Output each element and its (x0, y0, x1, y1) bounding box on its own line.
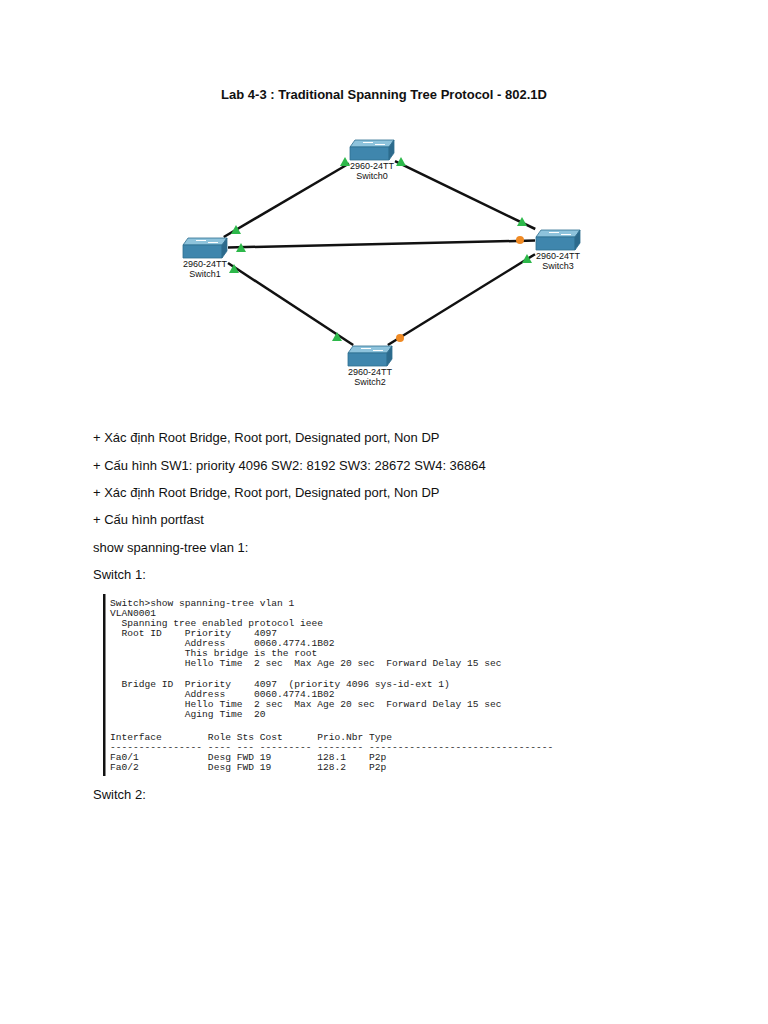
terminal-line: Hello Time 2 sec Max Age 20 sec Forward … (110, 659, 502, 669)
body-text: + Cấu hình SW1: priority 4096 SW2: 8192 … (93, 458, 486, 473)
terminal-line: Spanning tree enabled protocol ieee (110, 619, 323, 629)
switch-node: 2960-24TTSwitch0 (349, 139, 395, 181)
ethernet-link (228, 263, 353, 345)
terminal-line: Fa0/2 Desg FWD 19 128.2 P2p (110, 763, 386, 773)
terminal-line: Address 0060.4774.1B02 (110, 690, 335, 700)
terminal-line: Address 0060.4774.1B02 (110, 639, 335, 649)
body-text: + Cấu hình portfast (93, 512, 204, 527)
body-text: + Xác định Root Bridge, Root port, Desig… (93, 430, 440, 445)
device-name: Switch2 (354, 377, 386, 387)
forwarding-port-triangles (229, 157, 532, 341)
terminal-line: ---------------- ---- --- --------- ----… (110, 743, 553, 753)
body-text: Switch 1: (93, 567, 146, 582)
model-label: 2960-24TT (183, 259, 227, 269)
terminal-line: Interface Role Sts Cost Prio.Nbr Type (110, 733, 392, 743)
terminal-line: Bridge ID Priority 4097 (priority 4096 s… (110, 680, 450, 690)
blocking-port-dots (396, 236, 524, 342)
device-name: Switch0 (356, 171, 388, 181)
terminal-line: This bridge is the root (110, 649, 317, 659)
model-label: 2960-24TT (536, 251, 580, 261)
body-text: + Xác định Root Bridge, Root port, Desig… (93, 485, 440, 500)
terminal-line: Switch>show spanning-tree vlan 1 (110, 599, 294, 609)
terminal-line: Aging Time 20 (110, 710, 265, 720)
terminal-line: Hello Time 2 sec Max Age 20 sec Forward … (110, 700, 502, 710)
body-text: show spanning-tree vlan 1: (93, 540, 248, 555)
model-label: 2960-24TT (348, 367, 392, 377)
device-name: Switch1 (189, 269, 221, 279)
switch-node: 2960-24TTSwitch2 (347, 345, 393, 387)
switch-node: 2960-24TTSwitch1 (182, 237, 228, 279)
ethernet-link (395, 161, 535, 229)
ethernet-link (228, 241, 535, 248)
terminal-line: VLAN0001 (110, 609, 156, 619)
ethernet-link (388, 254, 535, 345)
page-title: Lab 4-3 : Traditional Spanning Tree Prot… (221, 87, 547, 102)
device-name: Switch3 (542, 261, 574, 271)
switch-icon (349, 139, 395, 161)
switch-icon (347, 345, 393, 367)
screenshot-border (103, 594, 106, 776)
ethernet-link (224, 163, 349, 237)
switch-icon (535, 229, 581, 251)
terminal-line: Root ID Priority 4097 (110, 629, 277, 639)
switch-node: 2960-24TTSwitch3 (535, 229, 581, 271)
switch-icon (182, 237, 228, 259)
body-text: Switch 2: (93, 787, 146, 802)
terminal-line: Fa0/1 Desg FWD 19 128.1 P2p (110, 753, 386, 763)
model-label: 2960-24TT (350, 161, 394, 171)
